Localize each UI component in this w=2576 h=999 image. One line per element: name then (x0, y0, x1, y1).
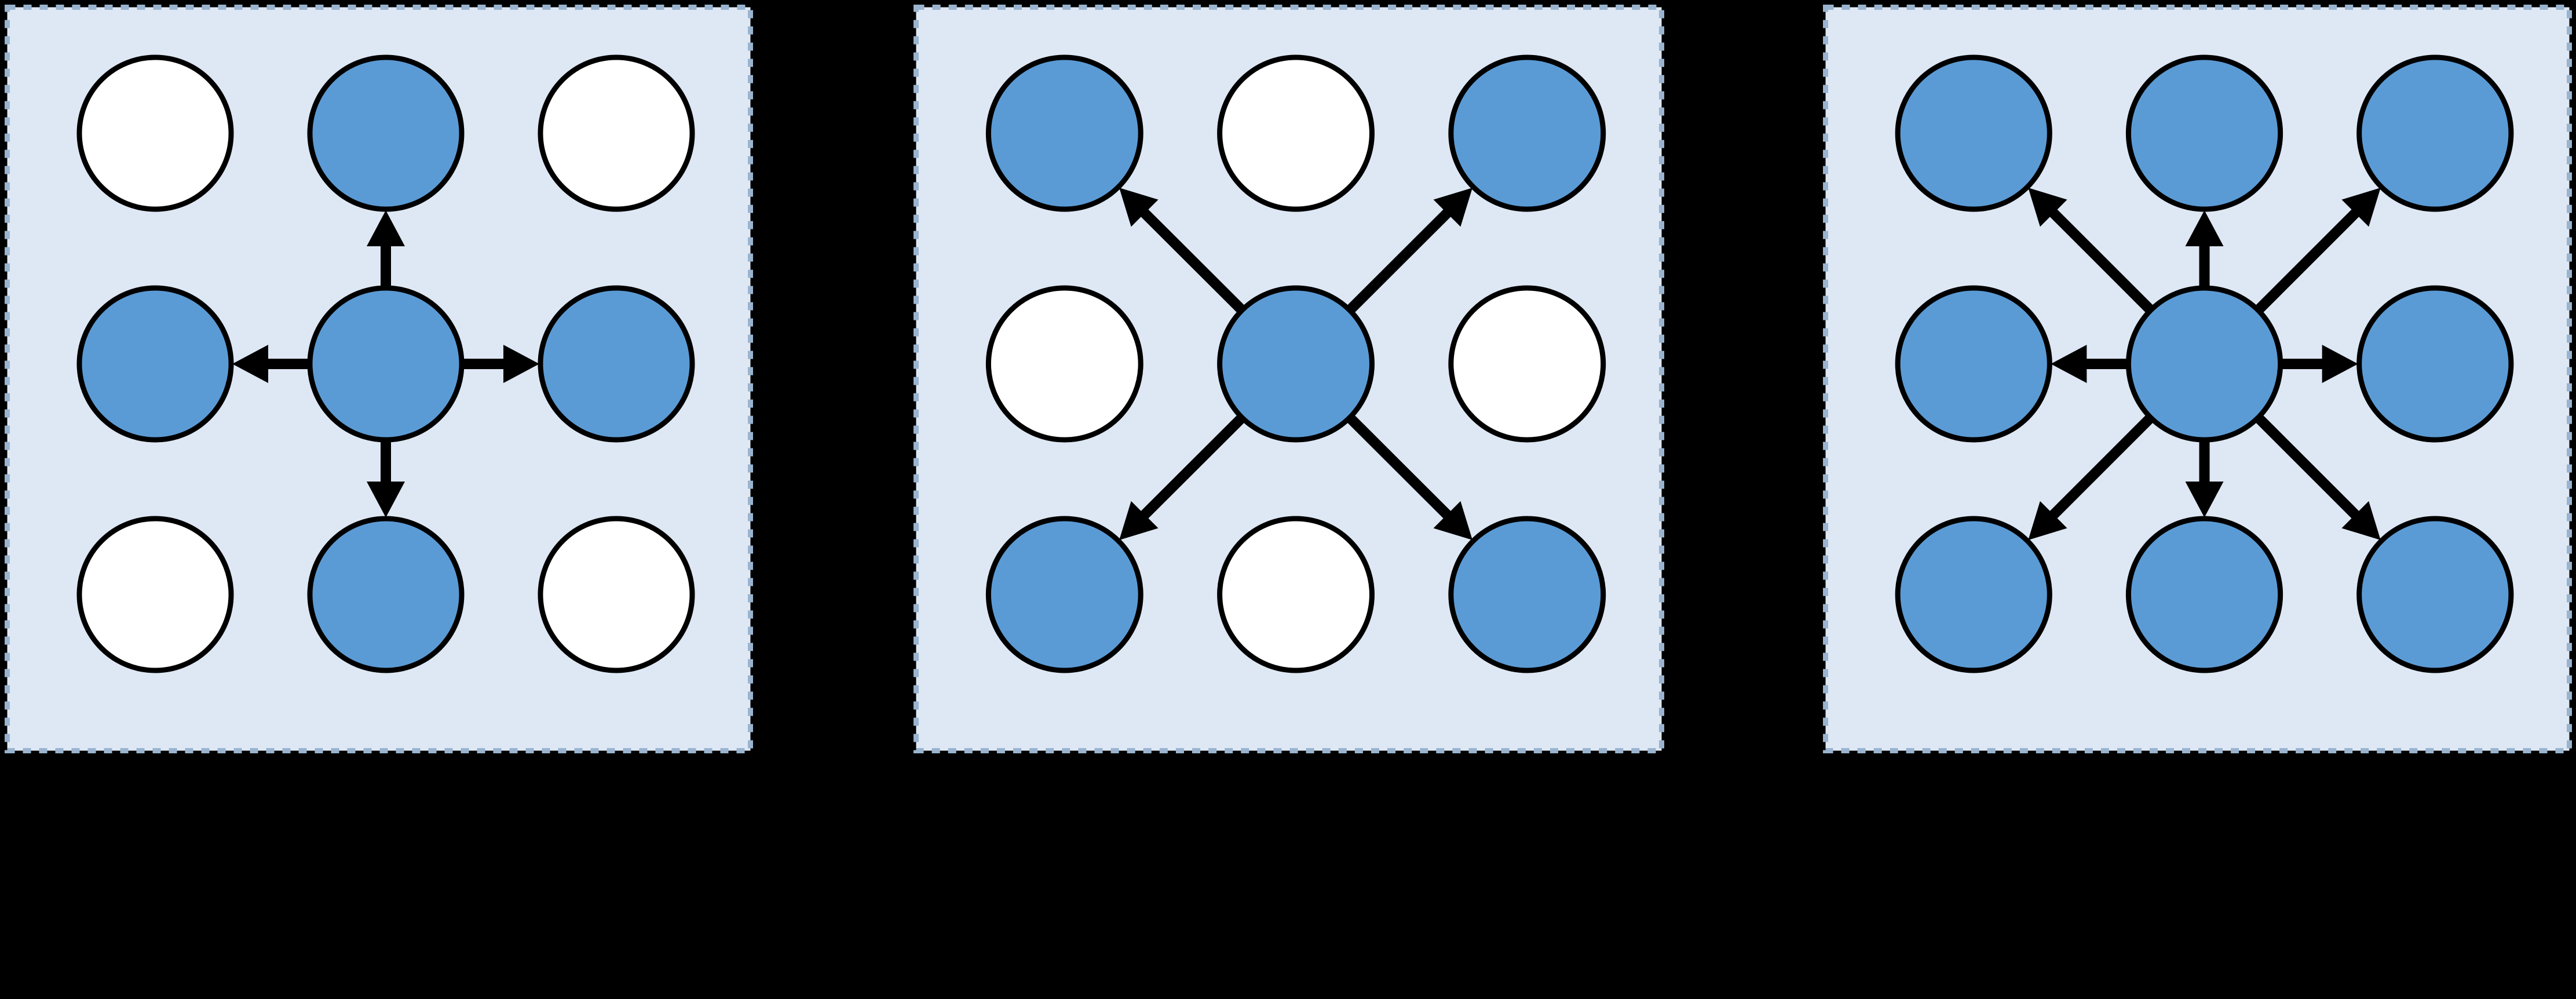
arrow-up-left-shaft (2048, 207, 2157, 316)
node-r0-c1-empty[interactable] (1217, 54, 1375, 212)
node-r1-c0-filled[interactable] (1895, 285, 2052, 443)
node-layer (76, 54, 695, 673)
node-r2-c1-empty[interactable] (1217, 516, 1375, 673)
arrow-down-right (1343, 411, 1472, 540)
node-r0-c1-filled[interactable] (307, 54, 465, 212)
arrow-right (458, 345, 539, 383)
arrow-right-head (503, 345, 539, 383)
arrow-left (2051, 345, 2132, 383)
node-r2-c1-filled[interactable] (307, 516, 465, 673)
arrow-up-head (367, 210, 405, 246)
arrow-layer (2028, 188, 2381, 540)
node-r2-c0-filled[interactable] (1895, 516, 2052, 673)
node-r1-c2-filled[interactable] (538, 285, 695, 443)
node-r2-c2-empty[interactable] (538, 516, 695, 673)
panel-four-neighborhood (5, 5, 753, 753)
arrow-up-right-head (2341, 188, 2381, 227)
arrow-up-left-shaft (1139, 207, 1248, 316)
node-r0-c0-filled[interactable] (985, 54, 1143, 212)
node-r2-c2-filled[interactable] (1448, 516, 1606, 673)
node-layer (985, 54, 1606, 673)
arrow-down-left-shaft (2048, 411, 2157, 520)
node-r2-c0-filled[interactable] (985, 516, 1143, 673)
node-r0-c2-empty[interactable] (538, 54, 695, 212)
node-r0-c0-filled[interactable] (1895, 54, 2052, 212)
node-r2-c1-filled[interactable] (2125, 516, 2283, 673)
arrow-down-left (1119, 411, 1248, 540)
arrow-up-head (2185, 210, 2224, 246)
node-r2-c0-empty[interactable] (76, 516, 234, 673)
panel-eight-neighborhood (1823, 5, 2572, 753)
center-node[interactable] (1217, 285, 1375, 443)
arrow-left-head (232, 345, 268, 383)
center-node[interactable] (2125, 285, 2283, 443)
eight-neighborhood-canvas (1823, 5, 2572, 753)
arrow-up (2185, 210, 2224, 291)
arrow-down-right-shaft (2252, 411, 2361, 520)
arrow-layer (1119, 188, 1472, 540)
node-r2-c2-filled[interactable] (2356, 516, 2514, 673)
arrow-down (367, 436, 405, 517)
node-r0-c2-filled[interactable] (2356, 54, 2514, 212)
arrow-up-left-head (2028, 188, 2067, 227)
arrow-up-left (1119, 188, 1248, 316)
node-r1-c2-filled[interactable] (2356, 285, 2514, 443)
node-r1-c0-empty[interactable] (985, 285, 1143, 443)
node-r0-c1-filled[interactable] (2125, 54, 2283, 212)
arrow-down-left-head (1119, 501, 1159, 540)
arrow-up-right (2252, 188, 2381, 316)
arrow-up-right (1343, 188, 1472, 316)
arrow-down-head (367, 482, 405, 517)
node-r1-c2-empty[interactable] (1448, 285, 1606, 443)
arrow-down-head (2185, 482, 2224, 517)
node-r0-c0-empty[interactable] (76, 54, 234, 212)
arrow-down (2185, 436, 2224, 517)
four-neighborhood-canvas (5, 5, 753, 753)
arrow-left-head (2051, 345, 2087, 383)
arrow-down-left (2028, 411, 2157, 540)
center-node[interactable] (307, 285, 465, 443)
arrow-up (367, 210, 405, 291)
arrow-up-right-shaft (2252, 207, 2361, 316)
arrow-right-head (2322, 345, 2358, 383)
arrow-right (2277, 345, 2358, 383)
arrow-down-right-head (2341, 501, 2381, 540)
arrow-up-left-head (1119, 188, 1159, 227)
arrow-down-right (2252, 411, 2381, 540)
arrow-down-right-head (1433, 501, 1472, 540)
node-layer (1895, 54, 2514, 673)
arrow-down-left-shaft (1139, 411, 1248, 520)
arrow-layer (232, 210, 539, 517)
diagonal-neighborhood-canvas (914, 5, 1664, 753)
arrow-down-right-shaft (1343, 411, 1453, 520)
arrow-left (232, 345, 313, 383)
arrow-down-left-head (2028, 501, 2067, 540)
node-r0-c2-filled[interactable] (1448, 54, 1606, 212)
arrow-up-right-shaft (1343, 207, 1453, 316)
node-r1-c0-filled[interactable] (76, 285, 234, 443)
arrow-up-left (2028, 188, 2157, 316)
panel-diagonal-neighborhood (914, 5, 1664, 753)
arrow-up-right-head (1433, 188, 1472, 227)
